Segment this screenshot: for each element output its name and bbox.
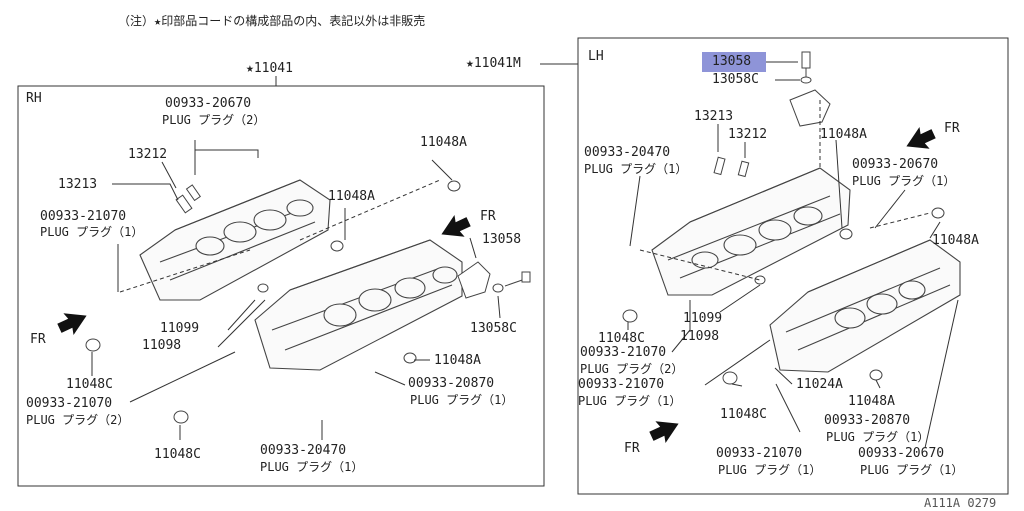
- lh-part-13058[interactable]: 13058: [712, 54, 752, 69]
- lh-part-00933-20670-b[interactable]: 00933-20670: [858, 446, 945, 461]
- lh-part-13213[interactable]: 13213: [694, 109, 734, 124]
- rh-part-11098[interactable]: 11098: [142, 338, 182, 353]
- lh-part-11024A[interactable]: 11024A: [796, 377, 843, 392]
- figure-id: A111A 0279: [924, 496, 997, 510]
- rh-part-13058[interactable]: 13058: [482, 232, 522, 247]
- lh-part-00933-20670-a[interactable]: 00933-20670: [852, 157, 939, 172]
- rh-part-11048A-low[interactable]: 11048A: [434, 353, 481, 368]
- rh-part-11048C-b[interactable]: 11048C: [154, 447, 201, 462]
- rh-part-00933-21070-a[interactable]: 00933-21070: [40, 209, 127, 224]
- rh-fr-arrow-right: [441, 215, 471, 237]
- rh-upper-head: [139, 179, 331, 301]
- rh-part-11099[interactable]: 11099: [160, 321, 200, 336]
- rh-plug-20470: PLUG プラグ（1）: [260, 460, 364, 474]
- rh-small-parts: [85, 180, 531, 424]
- lh-frame: [577, 37, 1009, 495]
- rh-part-11048A-top[interactable]: 11048A: [420, 135, 467, 150]
- rh-assembly-number: ★11041: [246, 61, 293, 76]
- lh-plug-20470: PLUG プラグ（1）: [584, 162, 688, 176]
- rh-part-00933-20470[interactable]: 00933-20470: [260, 443, 347, 458]
- rh-part-11048A-mid[interactable]: 11048A: [328, 189, 375, 204]
- lh-fr-label-right: FR: [944, 121, 960, 136]
- rh-part-13213[interactable]: 13213: [58, 177, 98, 192]
- lh-plug-20670-a: PLUG プラグ（1）: [852, 174, 956, 188]
- lh-part-11048A-low[interactable]: 11048A: [848, 394, 895, 409]
- lh-plug-20870: PLUG プラグ（1）: [826, 430, 930, 444]
- lh-side-label: LH: [588, 49, 604, 64]
- lh-part-13058-highlight: [702, 52, 766, 72]
- lh-plug-21070-a: PLUG プラグ（2）: [580, 362, 684, 376]
- rh-part-00933-20670[interactable]: 00933-20670: [165, 96, 252, 111]
- lh-assembly-number: ★11041M: [466, 56, 521, 71]
- rh-fr-label-left: FR: [30, 332, 46, 347]
- rh-lower-head: [254, 239, 463, 371]
- rh-plug-21070-b: PLUG プラグ（2）: [26, 413, 130, 427]
- lh-plug-21070-b: PLUG プラグ（1）: [578, 394, 682, 408]
- lh-part-13058C[interactable]: 13058C: [712, 72, 759, 87]
- lh-part-00933-20470[interactable]: 00933-20470: [584, 145, 671, 160]
- lh-lower-head: [769, 239, 961, 373]
- lh-part-11098[interactable]: 11098: [680, 329, 720, 344]
- lh-fr-arrow-right: [906, 127, 936, 149]
- rh-part-11048C-a[interactable]: 11048C: [66, 377, 113, 392]
- lh-part-00933-21070-b[interactable]: 00933-21070: [578, 377, 665, 392]
- lh-upper-head: [651, 167, 851, 296]
- lh-part-00933-21070-c[interactable]: 00933-21070: [716, 446, 803, 461]
- lh-part-11048C-a[interactable]: 11048C: [598, 331, 645, 346]
- rh-fr-arrow-left: [57, 313, 87, 335]
- rh-part-13058C[interactable]: 13058C: [470, 321, 517, 336]
- lh-part-11048C-b[interactable]: 11048C: [720, 407, 767, 422]
- rh-side-label: RH: [26, 91, 42, 106]
- lh-fr-label-left: FR: [624, 441, 640, 456]
- rh-fr-label-right: FR: [480, 209, 496, 224]
- rh-plug-20670: PLUG プラグ（2）: [162, 113, 266, 127]
- lh-part-13212[interactable]: 13212: [728, 127, 768, 142]
- diagram-note: （注）★印部品コードの構成部品の内、表記以外は非販売: [118, 14, 426, 28]
- rh-part-00933-20870[interactable]: 00933-20870: [408, 376, 495, 391]
- rh-plug-20870: PLUG プラグ（1）: [410, 393, 514, 407]
- lh-leaders: [627, 61, 959, 449]
- lh-part-11099[interactable]: 11099: [683, 311, 723, 326]
- lh-part-00933-20870[interactable]: 00933-20870: [824, 413, 911, 428]
- lh-plug-21070-c: PLUG プラグ（1）: [718, 463, 822, 477]
- lh-small-parts: [622, 51, 945, 385]
- lh-plug-20670-b: PLUG プラグ（1）: [860, 463, 964, 477]
- lh-fr-arrow-left: [649, 421, 679, 443]
- rh-plug-21070-a: PLUG プラグ（1）: [40, 225, 144, 239]
- rh-frame: [17, 85, 545, 487]
- rh-leaders: [91, 140, 501, 440]
- lh-part-11048A-right[interactable]: 11048A: [932, 233, 979, 248]
- rh-part-00933-21070-b[interactable]: 00933-21070: [26, 396, 113, 411]
- rh-part-13212[interactable]: 13212: [128, 147, 168, 162]
- lh-part-11048A-top[interactable]: 11048A: [820, 127, 867, 142]
- lh-part-00933-21070-a[interactable]: 00933-21070: [580, 345, 667, 360]
